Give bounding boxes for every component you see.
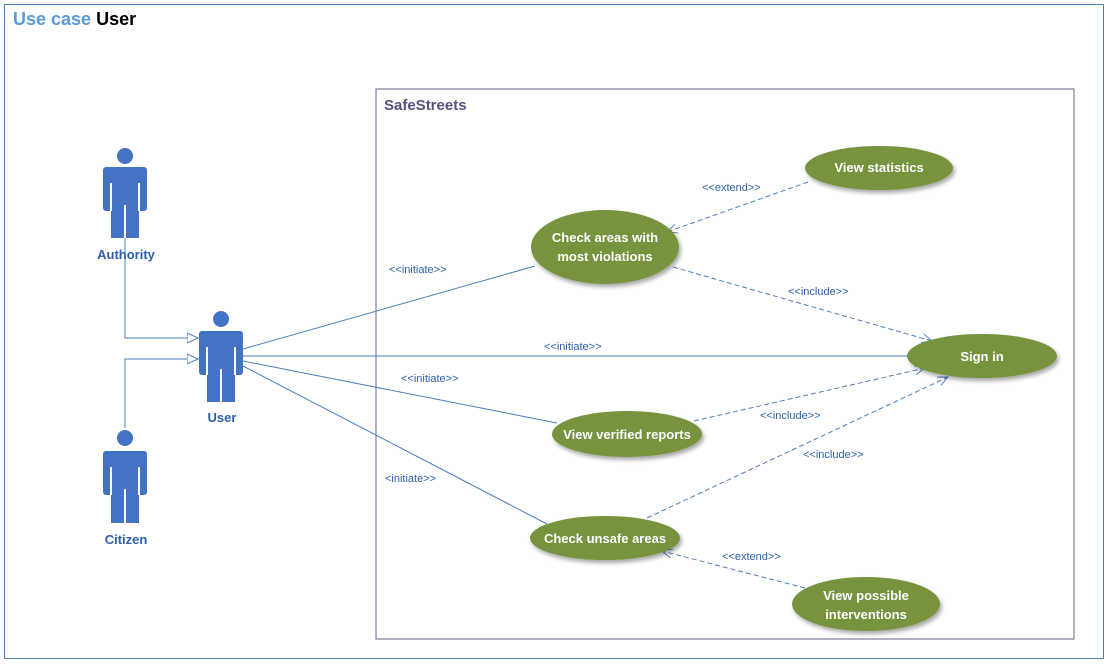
actor-user-icon[interactable] [199, 311, 243, 402]
title-keyword: Use case [13, 9, 92, 29]
initiate-view-reports-line [242, 360, 558, 424]
use-case-view-statistics[interactable]: View statistics [805, 146, 953, 190]
include-check-areas-line [672, 266, 932, 341]
extend-interventions-line [662, 551, 806, 589]
use-case-view-statistics-label: View statistics [834, 160, 923, 175]
diagram-frame [4, 4, 1104, 659]
citizen-generalization-line [124, 359, 198, 428]
initiate-unsafe-line [242, 365, 548, 525]
label-extend-statistics: <<extend>> [702, 182, 761, 194]
label-include-view-reports: <<include>> [760, 410, 821, 422]
use-case-check-unsafe-areas[interactable]: Check unsafe areas [530, 516, 680, 560]
system-title: SafeStreets [384, 97, 467, 114]
use-case-view-possible-interventions[interactable]: View possible interventions [792, 577, 940, 631]
use-case-view-verified-reports[interactable]: View verified reports [552, 411, 702, 457]
use-case-check-areas-line2: most violations [557, 249, 652, 264]
diagram-title: Use case User [13, 9, 136, 30]
label-extend-interventions: <<extend>> [722, 551, 781, 563]
label-include-unsafe: <<include>> [803, 449, 864, 461]
label-include-check-areas: <<include>> [788, 286, 849, 298]
label-initiate-check-areas: <<initiate>> [389, 264, 447, 276]
actor-authority-label: Authority [97, 247, 156, 262]
use-case-check-unsafe-areas-label: Check unsafe areas [544, 531, 666, 546]
label-initiate-unsafe: <initiate>> [385, 473, 436, 485]
include-unsafe-line [646, 377, 948, 519]
actor-citizen-icon[interactable] [103, 430, 147, 523]
use-case-sign-in[interactable]: Sign in [907, 334, 1057, 378]
use-case-check-areas-line1: Check areas with [552, 230, 658, 245]
use-case-view-possible-interventions-line1: View possible [823, 588, 909, 603]
use-case-view-possible-interventions-line2: interventions [825, 607, 907, 622]
label-initiate-view-reports: <<initiate>> [401, 373, 459, 385]
use-case-view-verified-reports-label: View verified reports [563, 427, 691, 442]
use-case-check-areas[interactable]: Check areas with most violations [531, 210, 679, 284]
authority-generalization-line [124, 237, 198, 338]
initiate-check-areas-line [242, 265, 536, 350]
system-boundary [375, 88, 1075, 640]
actor-citizen-label: Citizen [105, 532, 148, 547]
title-name: User [96, 9, 137, 29]
use-case-sign-in-label: Sign in [960, 349, 1003, 364]
actor-user-label: User [208, 410, 237, 425]
extend-statistics-line [667, 181, 809, 232]
label-initiate-sign-in: <<initiate>> [544, 341, 602, 353]
